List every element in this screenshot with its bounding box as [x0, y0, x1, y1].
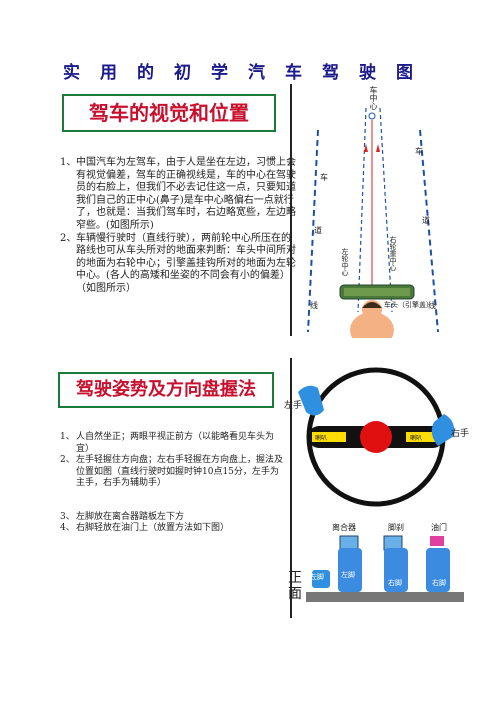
section2-item-3: 3、左脚放在离合器踏板左下方	[60, 512, 286, 524]
figure-road-left: 道	[314, 226, 322, 235]
right-foot-label-2: 右脚	[432, 579, 446, 587]
section1-item-2: 2、车辆慢行驶时（直线行驶），两前轮中心所压在的路线也可从车头所对的地面来判断：…	[60, 233, 296, 296]
item-number: 4、	[60, 523, 75, 533]
section1-text: 1、中国汽车为左驾车，由于人是坐在左边，习惯上会有视觉偏差，驾车的正确视线是，车…	[60, 157, 296, 296]
clutch-label: 离合器	[332, 523, 356, 532]
horn-left-label: 喇叭	[315, 435, 328, 442]
front-view-label: 正面	[288, 570, 302, 602]
section2-item-2-text: 左手轻握住方向盘；左右手轻握在方向盘上，握法及位置如图（直线行驶时如握时钟10点…	[76, 455, 284, 488]
divider-top	[290, 84, 292, 336]
pedals-figure	[306, 535, 464, 602]
section1-heading: 驾车的视觉和位置	[62, 94, 276, 132]
page-title: 实用的初学汽车驾驶图	[63, 63, 433, 83]
figure-road-right: 道	[422, 216, 430, 225]
item-number: 1、	[60, 432, 75, 442]
section2-heading: 驾驶姿势及方向盘握法	[58, 372, 274, 408]
throttle-label: 油门	[431, 523, 447, 532]
section2-item-2: 2、左手轻握住方向盘；左右手轻握在方向盘上，握法及位置如图（直线行驶时如握时钟1…	[60, 455, 286, 490]
item-number: 2、	[60, 232, 77, 244]
figure-line-left: 线	[310, 301, 318, 310]
left-foot-label-2: 左脚	[341, 571, 355, 579]
horn-right-label: 喇叭	[410, 435, 423, 442]
figure-top-label: 车中心	[369, 86, 378, 110]
figure-left-wheel-center: 左轮中心	[341, 248, 349, 276]
left-foot-label-1: 左脚	[310, 573, 324, 581]
section2-item-1: 1、人自然坐正；两眼平视正前方（以能略看见车头为宜）	[60, 432, 286, 455]
section2-item-4: 4、右脚轻放在油门上（放置方法如下图）	[60, 523, 286, 535]
item-number: 1、	[60, 157, 77, 168]
section2-item-1-text: 人自然坐正；两眼平视正前方（以能略看见车头为宜）	[76, 432, 275, 454]
right-hand-label: 右手	[451, 429, 470, 439]
section2-item-4-text: 右脚轻放在油门上（放置方法如下图）	[76, 523, 230, 533]
left-hand-label: 左手	[284, 401, 303, 411]
section2-text: 1、人自然坐正；两眼平视正前方（以能略看见车头为宜） 2、左手轻握住方向盘；左右…	[60, 432, 286, 535]
figure-right-wheel-center: 右轮重中心	[389, 236, 397, 271]
road-figure	[307, 107, 439, 338]
item-number: 3、	[60, 511, 75, 522]
section1-item-1: 1、中国汽车为左驾车，由于人是坐在左边，习惯上会有视觉偏差，驾车的正确视线是，车…	[60, 157, 296, 233]
figure-car-head: 车头（引擎盖）	[384, 301, 433, 309]
figure-car-left: 车	[320, 173, 328, 182]
section1-item-2-text: 车辆慢行驶时（直线行驶），两前轮中心所压在的路线也可从车头所对的地面来判断：车头…	[76, 232, 296, 294]
item-number: 2、	[60, 455, 75, 465]
figure-car-right: 车	[415, 147, 423, 156]
brake-label: 脚刹	[388, 523, 404, 532]
section1-item-1-text: 中国汽车为左驾车，由于人是坐在左边，习惯上会有视觉偏差，驾车的正确视线是，车的中…	[76, 157, 296, 231]
section2-item-3-text: 左脚放在离合器踏板左下方	[76, 511, 185, 522]
steering-wheel-figure	[298, 367, 455, 507]
figure-line-right: 线	[428, 301, 436, 310]
right-foot-label-1: 右脚	[388, 579, 402, 587]
divider-bottom	[290, 358, 292, 618]
